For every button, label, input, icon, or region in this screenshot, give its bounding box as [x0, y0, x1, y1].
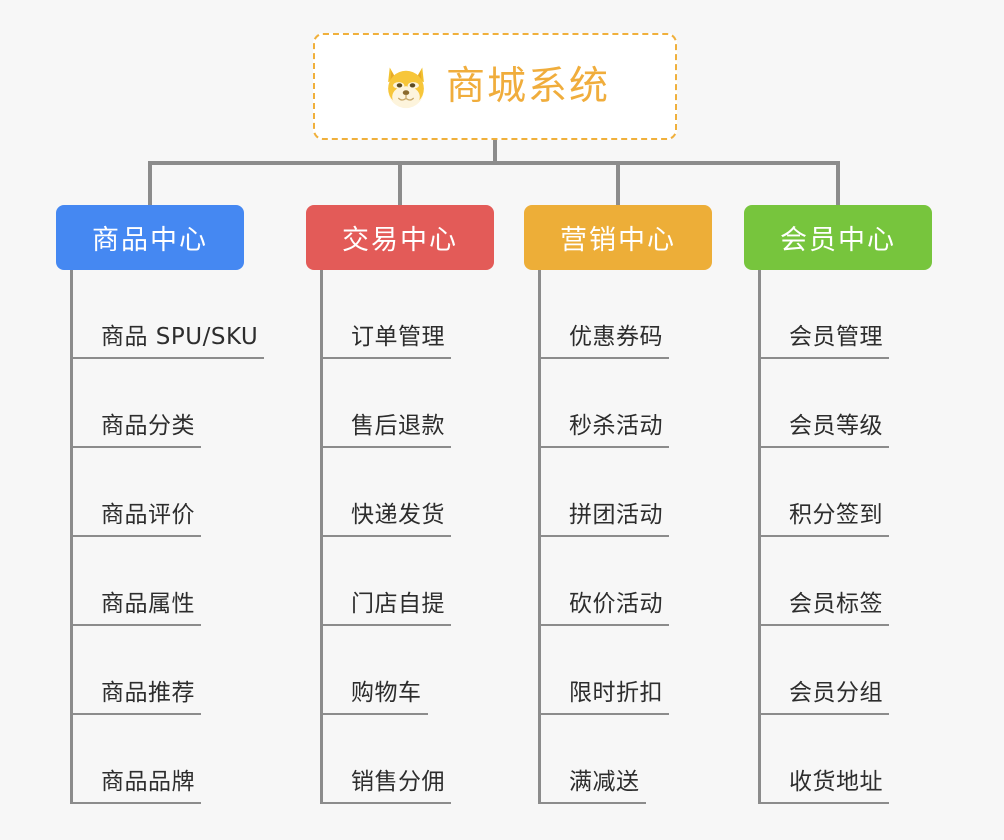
list-item[interactable]: 满减送	[541, 715, 754, 804]
branch-column-4: 会员中心 会员管理 会员等级 积分签到 会员标签 会员分组 收货地址	[744, 205, 974, 804]
list-item-label: 优惠券码	[541, 317, 669, 359]
list-item-label: 销售分佣	[323, 762, 451, 804]
branch-header-1[interactable]: 商品中心	[56, 205, 244, 270]
list-item-label: 售后退款	[323, 406, 451, 448]
list-item-label: 满减送	[541, 762, 646, 804]
list-item-label: 购物车	[323, 673, 428, 715]
branch-column-3: 营销中心 优惠券码 秒杀活动 拼团活动 砍价活动 限时折扣 满减送	[524, 205, 754, 804]
branch-items-4: 会员管理 会员等级 积分签到 会员标签 会员分组 收货地址	[758, 270, 974, 804]
root-node-mall-system[interactable]: 商城系统	[313, 33, 677, 140]
list-item[interactable]: 商品分类	[73, 359, 286, 448]
list-item[interactable]: 销售分佣	[323, 715, 536, 804]
list-item[interactable]: 购物车	[323, 626, 536, 715]
list-item[interactable]: 会员管理	[761, 270, 974, 359]
list-item-label: 会员标签	[761, 584, 889, 626]
list-item-label: 商品评价	[73, 495, 201, 537]
connector-horizontal-bus	[150, 161, 838, 165]
list-item-label: 商品属性	[73, 584, 201, 626]
list-item[interactable]: 会员标签	[761, 537, 974, 626]
root-node-title: 商城系统	[445, 64, 610, 109]
list-item-label: 商品品牌	[73, 762, 201, 804]
branch-header-2[interactable]: 交易中心	[306, 205, 494, 270]
list-item-label: 拼团活动	[541, 495, 669, 537]
list-item-label: 秒杀活动	[541, 406, 669, 448]
list-item[interactable]: 积分签到	[761, 448, 974, 537]
shiba-dog-icon	[380, 61, 432, 113]
list-item-label: 商品推荐	[73, 673, 201, 715]
list-item[interactable]: 商品品牌	[73, 715, 286, 804]
connector-drop-3	[616, 161, 620, 205]
branch-header-3[interactable]: 营销中心	[524, 205, 712, 270]
connector-drop-1	[148, 161, 152, 205]
list-item-label: 会员管理	[761, 317, 889, 359]
connector-drop-4	[836, 161, 840, 205]
list-item-label: 限时折扣	[541, 673, 669, 715]
list-item[interactable]: 限时折扣	[541, 626, 754, 715]
branch-header-4[interactable]: 会员中心	[744, 205, 932, 270]
list-item-label: 砍价活动	[541, 584, 669, 626]
list-item-label: 门店自提	[323, 584, 451, 626]
list-item-label: 会员分组	[761, 673, 889, 715]
list-item[interactable]: 售后退款	[323, 359, 536, 448]
list-item[interactable]: 会员分组	[761, 626, 974, 715]
connector-drop-2	[398, 161, 402, 205]
list-item[interactable]: 商品推荐	[73, 626, 286, 715]
branch-column-2: 交易中心 订单管理 售后退款 快递发货 门店自提 购物车 销售分佣	[306, 205, 536, 804]
list-item[interactable]: 收货地址	[761, 715, 974, 804]
list-item[interactable]: 秒杀活动	[541, 359, 754, 448]
list-item[interactable]: 门店自提	[323, 537, 536, 626]
list-item[interactable]: 商品 SPU/SKU	[73, 270, 286, 359]
list-item[interactable]: 会员等级	[761, 359, 974, 448]
list-item[interactable]: 商品属性	[73, 537, 286, 626]
list-item-label: 订单管理	[323, 317, 451, 359]
list-item[interactable]: 拼团活动	[541, 448, 754, 537]
connector-root-stem	[493, 140, 497, 163]
list-item[interactable]: 快递发货	[323, 448, 536, 537]
branch-items-1: 商品 SPU/SKU 商品分类 商品评价 商品属性 商品推荐 商品品牌	[70, 270, 286, 804]
branch-items-3: 优惠券码 秒杀活动 拼团活动 砍价活动 限时折扣 满减送	[538, 270, 754, 804]
list-item[interactable]: 商品评价	[73, 448, 286, 537]
branch-items-2: 订单管理 售后退款 快递发货 门店自提 购物车 销售分佣	[320, 270, 536, 804]
list-item[interactable]: 优惠券码	[541, 270, 754, 359]
list-item-label: 商品 SPU/SKU	[73, 317, 265, 359]
list-item-label: 收货地址	[761, 762, 889, 804]
list-item-label: 快递发货	[323, 495, 451, 537]
list-item-label: 会员等级	[761, 406, 889, 448]
list-item[interactable]: 砍价活动	[541, 537, 754, 626]
list-item-label: 商品分类	[73, 406, 201, 448]
branch-column-1: 商品中心 商品 SPU/SKU 商品分类 商品评价 商品属性 商品推荐 商品品牌	[56, 205, 286, 804]
list-item[interactable]: 订单管理	[323, 270, 536, 359]
list-item-label: 积分签到	[761, 495, 889, 537]
